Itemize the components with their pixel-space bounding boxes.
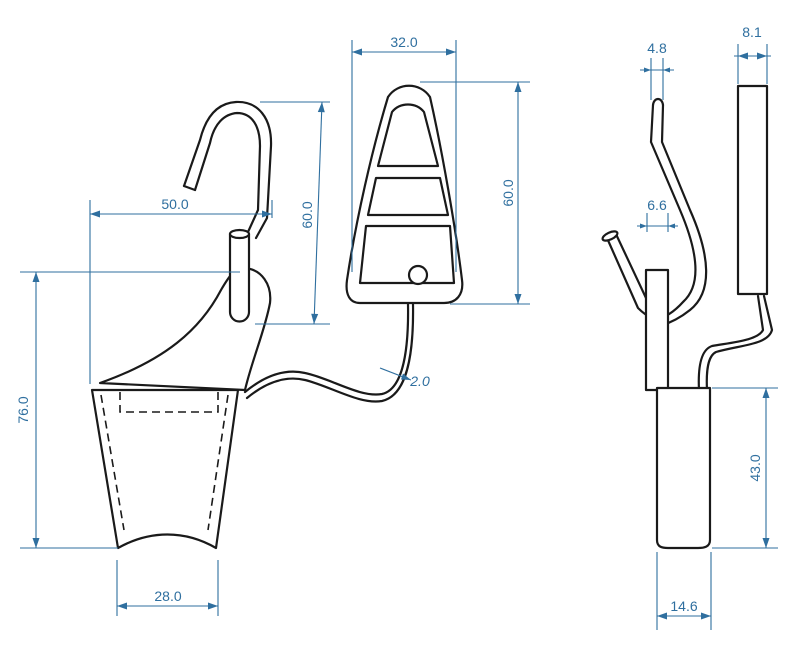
front-cone-hidden-left <box>100 394 125 531</box>
side-cone <box>655 386 712 550</box>
side-hook-wire-inner <box>658 103 708 328</box>
dim-side-cone-height: 43.0 <box>747 454 763 481</box>
front-wire-cable-inner <box>245 302 415 403</box>
front-clamp-slot-middle <box>366 176 450 217</box>
side-view <box>601 84 774 550</box>
side-plate <box>736 84 769 296</box>
front-cone <box>90 388 240 550</box>
dim-overall-height: 76.0 <box>15 396 31 423</box>
front-cone-hidden-right <box>207 394 229 531</box>
front-view <box>90 84 464 550</box>
side-post <box>644 268 670 392</box>
dim-side-cone-width: 14.6 <box>670 598 697 614</box>
dim-cone-bottom-width: 28.0 <box>154 588 181 604</box>
side-lower-wire-inner <box>613 230 648 300</box>
dim-clamp-length: 60.0 <box>500 179 516 206</box>
front-clamp-pin <box>407 264 429 286</box>
front-pin-top <box>228 228 251 240</box>
dimension-labels: 32.0 60.0 60.0 50.0 76.0 28.0 2.0 4.8 8.… <box>15 24 763 614</box>
front-hook-wire-inner <box>193 111 262 234</box>
dim-side-plate-thickness: 8.1 <box>742 24 762 40</box>
front-hook-tip <box>182 184 197 192</box>
front-clamp-slot-top <box>376 103 440 168</box>
dim-hook-height: 60.0 <box>299 201 315 228</box>
side-cable-inner <box>697 294 765 392</box>
front-clamp-slot-bottom <box>358 224 456 285</box>
dimension-lines <box>20 40 778 630</box>
dim-side-gap: 6.6 <box>647 197 667 213</box>
side-cable <box>705 294 774 392</box>
front-clamp-body <box>345 84 464 305</box>
dim-side-hook-wire: 4.8 <box>647 40 667 56</box>
dim-wire-diameter: 2.0 <box>409 373 430 389</box>
side-lower-wire-tip <box>601 230 619 242</box>
side-hook-tip <box>651 97 665 107</box>
front-pin <box>228 232 251 323</box>
dim-hook-reach: 50.0 <box>161 196 188 212</box>
front-hook-wire <box>182 100 273 240</box>
front-cone-hidden-top <box>119 392 219 413</box>
front-wire-cable <box>243 302 410 396</box>
dim-clamp-width: 32.0 <box>390 34 417 50</box>
